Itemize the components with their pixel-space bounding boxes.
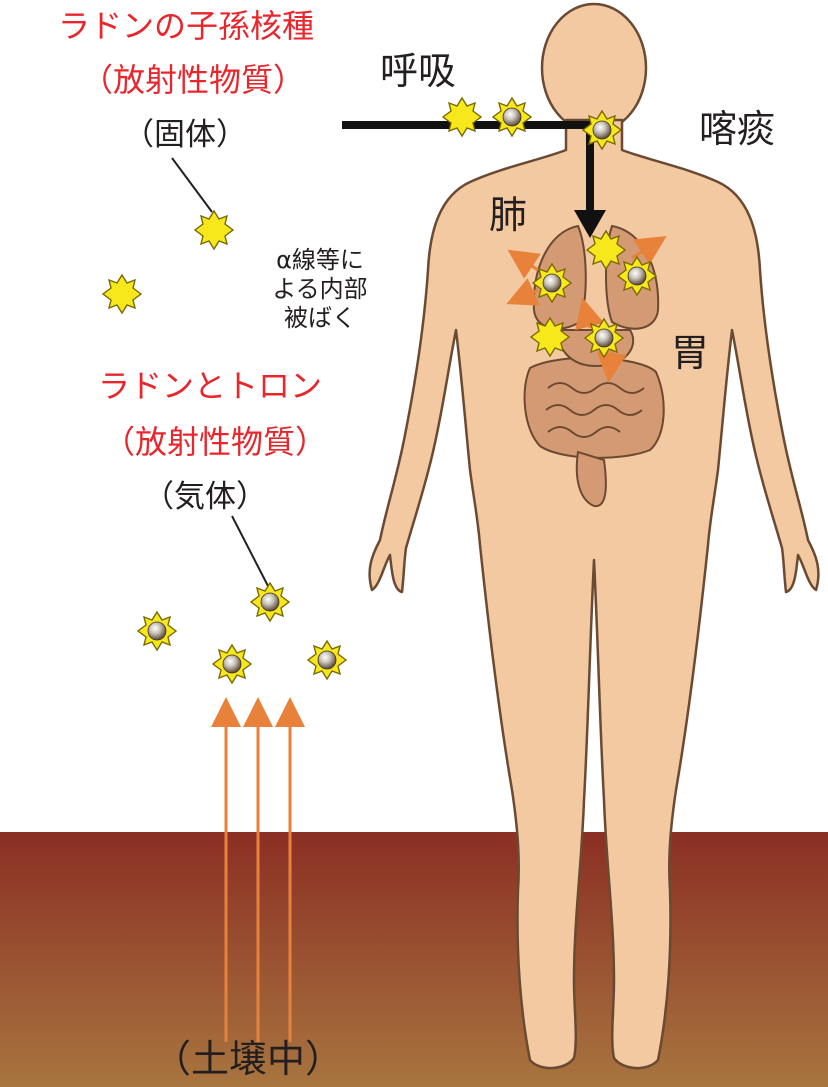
breathing-label: 呼吸 — [358, 52, 478, 90]
progeny-star-particle — [195, 211, 233, 249]
gas-subtitle: （放射性物質） — [70, 426, 360, 458]
expectoration-label: 喀痰 — [672, 110, 802, 148]
progeny-state: （固体） — [110, 120, 260, 151]
soil-label: （土壌中） — [148, 1040, 348, 1078]
progeny-star-particle — [531, 318, 569, 356]
radon-gas-particle — [583, 111, 621, 149]
soil-ground — [0, 832, 828, 1087]
progeny-star-particle — [587, 231, 625, 269]
lung-label: 肺 — [478, 196, 538, 234]
gas-pointer-line — [232, 516, 268, 586]
radon-gas-particle — [618, 257, 656, 295]
progeny-pointer-line — [172, 158, 212, 212]
progeny-subtitle: （放射性物質） — [48, 64, 338, 96]
progeny-title: ラドンの子孫核種 — [6, 10, 366, 42]
gas-state: （気体） — [130, 482, 280, 513]
radon-gas-particle — [251, 583, 289, 621]
radon-gas-particle — [585, 319, 623, 357]
exposure-note-line1: α線等に — [240, 246, 400, 275]
radon-gas-particle — [138, 612, 176, 650]
exposure-note-line2: よる内部 — [240, 275, 400, 304]
radon-gas-particle — [493, 98, 531, 136]
exposure-note-line3: 被ばく — [240, 304, 400, 333]
gas-title: ラドンとトロン — [60, 370, 360, 402]
progeny-star-particle — [443, 98, 481, 136]
radon-gas-particle — [533, 264, 571, 302]
radon-gas-particle — [308, 641, 346, 679]
progeny-star-particle — [103, 275, 141, 313]
radon-gas-particle — [213, 645, 251, 683]
stomach-label: 胃 — [660, 334, 720, 372]
exposure-note: α線等に よる内部 被ばく — [240, 246, 400, 332]
